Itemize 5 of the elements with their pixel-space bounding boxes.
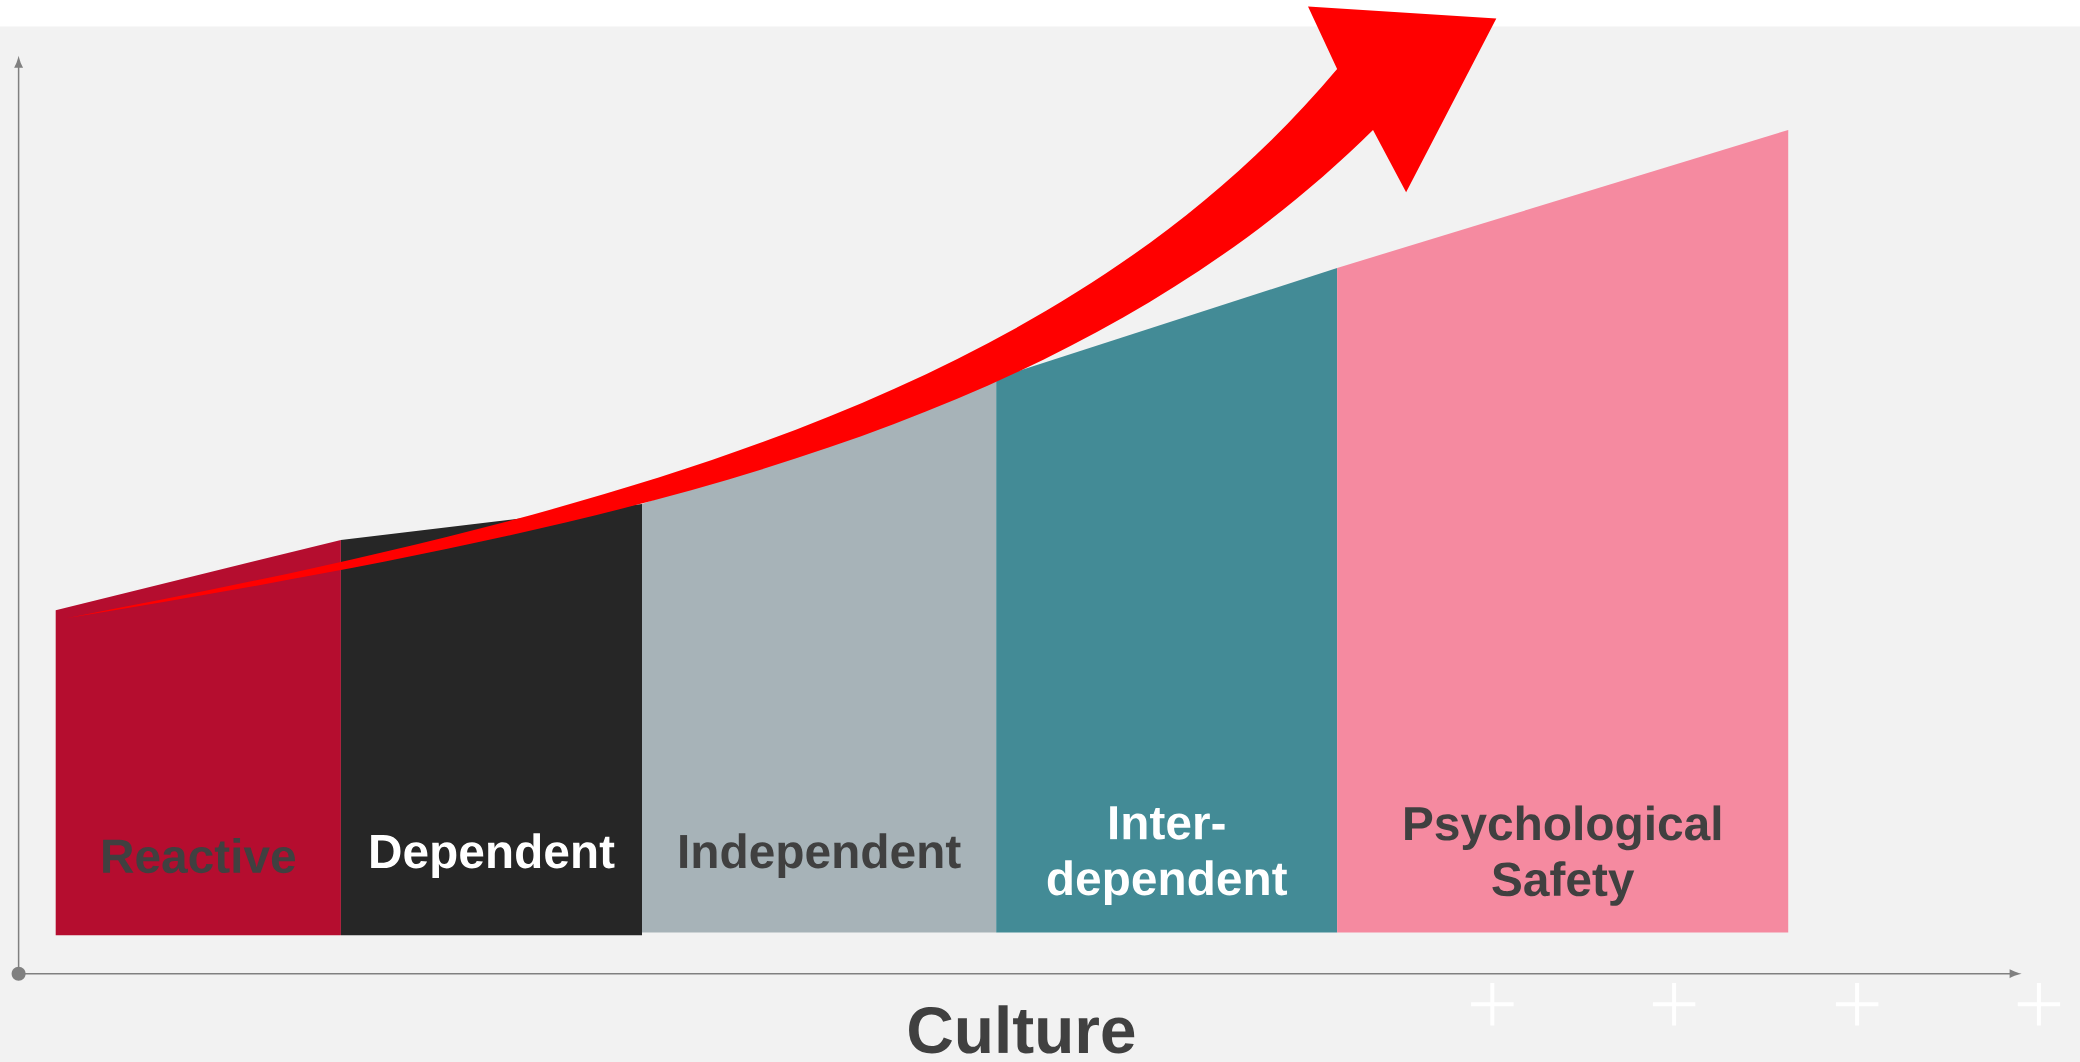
axis-title: Culture [909, 1005, 1135, 1054]
stage-band: Inter-dependent [996, 268, 1338, 933]
stage-band: Dependent [340, 504, 642, 936]
stage-band: Psychological Safety [1337, 130, 1789, 933]
stage-band: Independent [642, 378, 997, 933]
